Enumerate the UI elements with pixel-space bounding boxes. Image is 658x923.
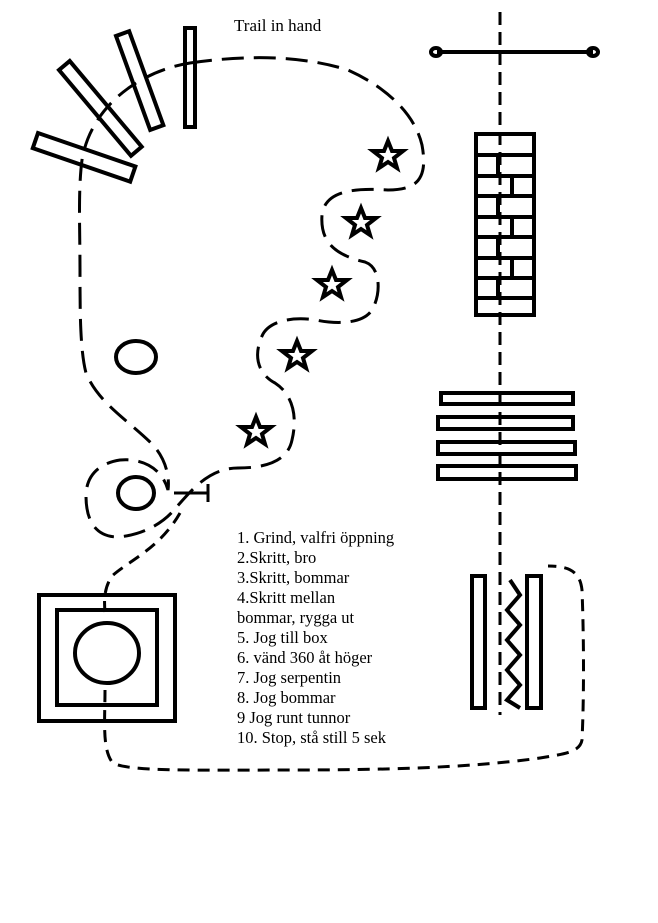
legend-item: 2.Skritt, bro xyxy=(237,548,317,567)
lane-pole-right xyxy=(525,574,543,710)
ground-pole xyxy=(436,415,575,431)
ground-pole xyxy=(436,464,578,481)
serpentine-zigzag xyxy=(503,578,523,710)
gate-post-right xyxy=(586,46,600,58)
fan-poles xyxy=(30,26,197,185)
legend-item: 4.Skritt mellan xyxy=(237,588,336,607)
lane-pole-left xyxy=(470,574,487,710)
bridge xyxy=(474,132,536,317)
star-marker xyxy=(311,264,353,302)
ground-pole xyxy=(436,440,577,456)
barrel-upper xyxy=(114,339,158,375)
legend-item: 5. Jog till box xyxy=(237,628,328,647)
box xyxy=(37,593,177,723)
ground-poles xyxy=(436,391,578,481)
box-circle xyxy=(73,621,141,685)
backup-lane xyxy=(470,574,543,710)
legend-item: 6. vänd 360 åt höger xyxy=(237,648,373,667)
fan-pole xyxy=(183,26,197,129)
legend-item: 1. Grind, valfri öppning xyxy=(237,528,395,547)
legend-item: 8. Jog bommar xyxy=(237,688,336,707)
legend-item: 3.Skritt, bommar xyxy=(237,568,350,587)
gate-post-left xyxy=(429,46,443,58)
gate xyxy=(429,46,600,58)
fan-pole xyxy=(113,28,166,133)
horse-path-dashed xyxy=(78,56,426,539)
bridge-frame xyxy=(474,132,536,317)
horse-path-short-dashed xyxy=(103,512,585,772)
star-marker xyxy=(367,135,409,173)
star-marker xyxy=(340,202,382,240)
task-legend: 1. Grind, valfri öppning 2.Skritt, bro 3… xyxy=(237,528,394,748)
star-marker xyxy=(276,335,318,373)
fan-pole xyxy=(56,58,145,159)
box-outer xyxy=(37,593,177,723)
ground-pole xyxy=(439,391,575,406)
legend-item: 9 Jog runt tunnor xyxy=(237,708,351,727)
legend-item: 7. Jog serpentin xyxy=(237,668,342,687)
diagram-title: Trail in hand xyxy=(234,16,322,35)
barrel-lower xyxy=(116,475,156,511)
star-marker xyxy=(235,411,277,449)
legend-item: bommar, rygga ut xyxy=(237,608,355,627)
box-inner xyxy=(55,608,159,707)
legend-item: 10. Stop, stå still 5 sek xyxy=(237,728,386,747)
